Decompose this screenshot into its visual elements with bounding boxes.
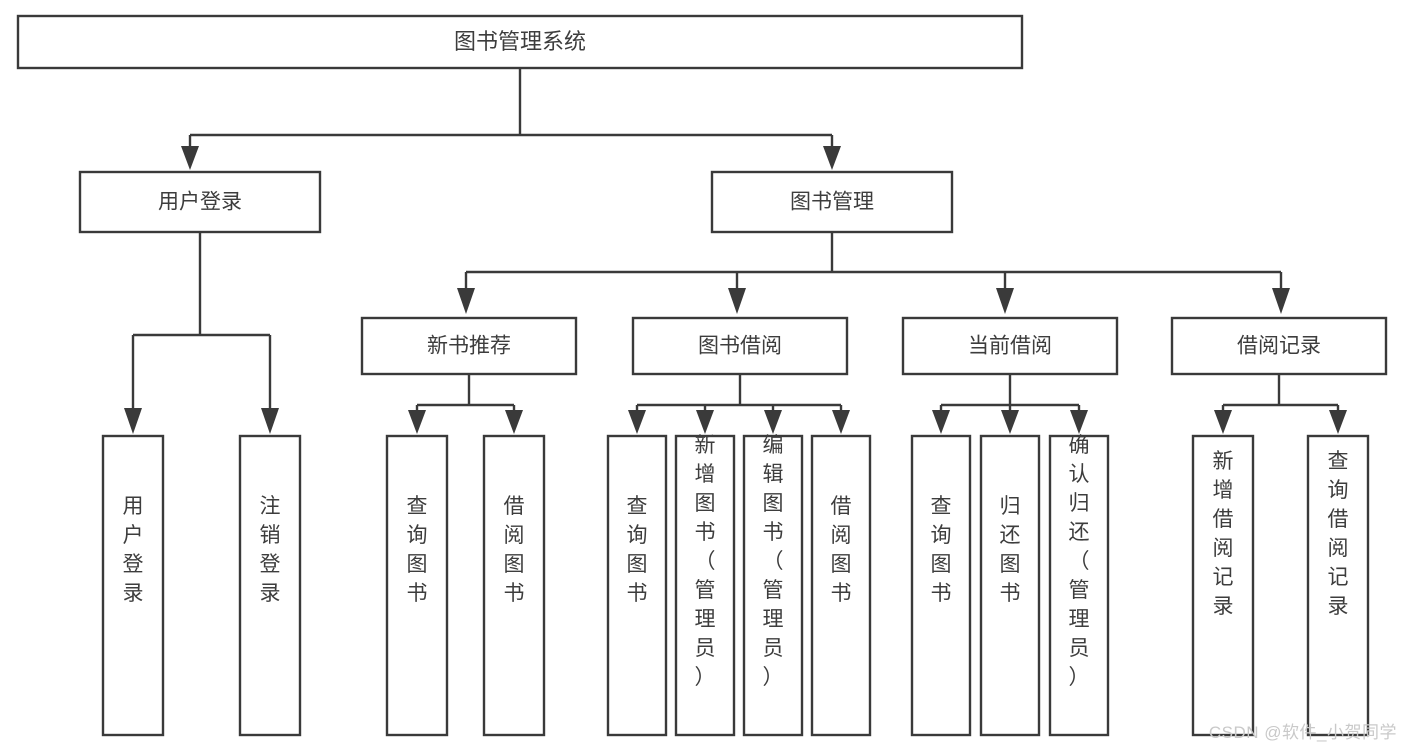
connector-borrow-record-to-leaves (1214, 374, 1347, 434)
leaf-label: 查询图书 (627, 495, 648, 605)
leaf-box[interactable] (810, 434, 872, 737)
leaf-box[interactable] (1048, 434, 1110, 737)
node-user-login[interactable]: 用户登录 (78, 170, 322, 234)
leaf-label: 新增图书（管理员） (695, 434, 716, 689)
leaf-node[interactable]: 查询图书 (385, 434, 449, 737)
arrow-head-icon (261, 408, 279, 434)
arrow-head-icon (832, 410, 850, 434)
node-book-borrow[interactable]: 图书借阅 (631, 316, 849, 376)
current-borrow-box[interactable] (901, 316, 1119, 376)
leaf-node[interactable]: 借阅图书 (482, 434, 546, 737)
user-login-box[interactable] (78, 170, 322, 234)
leaf-node[interactable]: 新增图书（管理员） (674, 434, 736, 737)
node-new-book-recommend[interactable]: 新书推荐 (360, 316, 578, 376)
current-borrow-label: 当前借阅 (968, 335, 1052, 358)
leaf-node[interactable]: 查询借阅记录 (1306, 434, 1370, 737)
leaf-label: 归还图书 (1000, 495, 1021, 605)
leaf-label: 新增借阅记录 (1213, 450, 1234, 618)
leaf-node[interactable]: 查询图书 (606, 434, 668, 737)
arrow-head-icon (408, 410, 426, 434)
leaf-node[interactable]: 新增借阅记录 (1191, 434, 1255, 737)
arrow-head-icon (1214, 410, 1232, 434)
arrow-head-icon (628, 410, 646, 434)
leaf-node[interactable]: 归还图书 (979, 434, 1041, 737)
node-root[interactable]: 图书管理系统 (16, 14, 1024, 70)
arrow-head-icon (996, 288, 1014, 314)
arrow-head-icon (124, 408, 142, 434)
leaf-box[interactable] (674, 434, 736, 737)
leaf-label: 查询图书 (931, 495, 952, 605)
leaf-box[interactable] (385, 434, 449, 737)
leaf-box[interactable] (238, 434, 302, 737)
arrow-head-icon (457, 288, 475, 314)
node-borrow-record[interactable]: 借阅记录 (1170, 316, 1388, 376)
leaf-label: 查询图书 (407, 495, 428, 605)
new-book-recommend-label: 新书推荐 (427, 335, 511, 358)
leaf-box[interactable] (979, 434, 1041, 737)
leaf-label: 用户登录 (123, 495, 144, 605)
arrow-head-icon (505, 410, 523, 434)
leaf-label: 查询借阅记录 (1328, 450, 1349, 618)
connector-user-login-to-leaves (124, 232, 279, 434)
book-borrow-label: 图书借阅 (698, 335, 782, 358)
arrow-head-icon (728, 288, 746, 314)
leaf-node[interactable]: 编辑图书（管理员） (742, 434, 804, 737)
leaf-node[interactable]: 确认归还（管理员） (1048, 434, 1110, 737)
root-label: 图书管理系统 (454, 29, 586, 54)
connector-book-management-to-level3 (457, 232, 1290, 314)
arrow-head-icon (932, 410, 950, 434)
user-login-label: 用户登录 (158, 191, 242, 214)
leaf-box[interactable] (1306, 434, 1370, 737)
borrow-record-label: 借阅记录 (1237, 335, 1321, 358)
node-current-borrow[interactable]: 当前借阅 (901, 316, 1119, 376)
leaf-box[interactable] (482, 434, 546, 737)
leaf-node[interactable]: 注销登录 (238, 434, 302, 737)
connector-current-borrow-to-leaves (932, 374, 1088, 434)
leaf-label: 确认归还（管理员） (1069, 434, 1090, 689)
leaf-box[interactable] (1191, 434, 1255, 737)
leaf-label: 编辑图书（管理员） (763, 434, 784, 689)
connector-book-borrow-to-leaves (628, 374, 850, 434)
leaf-node[interactable]: 用户登录 (101, 434, 165, 737)
leaf-label: 注销登录 (260, 495, 281, 605)
arrow-head-icon (823, 146, 841, 170)
leaf-node[interactable]: 查询图书 (910, 434, 972, 737)
leaf-label: 借阅图书 (831, 495, 852, 605)
arrow-head-icon (1329, 410, 1347, 434)
arrow-head-icon (1070, 410, 1088, 434)
arrow-head-icon (1001, 410, 1019, 434)
leaf-label: 借阅图书 (504, 495, 525, 605)
root-box[interactable] (16, 14, 1024, 70)
node-book-management[interactable]: 图书管理 (710, 170, 954, 234)
arrow-head-icon (696, 410, 714, 434)
leaf-box[interactable] (742, 434, 804, 737)
connector-root-to-level2 (181, 68, 841, 170)
arrow-head-icon (764, 410, 782, 434)
arrow-head-icon (181, 146, 199, 170)
connector-new-book-to-leaves (408, 374, 523, 434)
arrow-head-icon (1272, 288, 1290, 314)
leaf-box[interactable] (606, 434, 668, 737)
leaf-box[interactable] (910, 434, 972, 737)
book-management-label: 图书管理 (790, 191, 874, 214)
leaf-node[interactable]: 借阅图书 (810, 434, 872, 737)
new-book-recommend-box[interactable] (360, 316, 578, 376)
leaf-box[interactable] (101, 434, 165, 737)
